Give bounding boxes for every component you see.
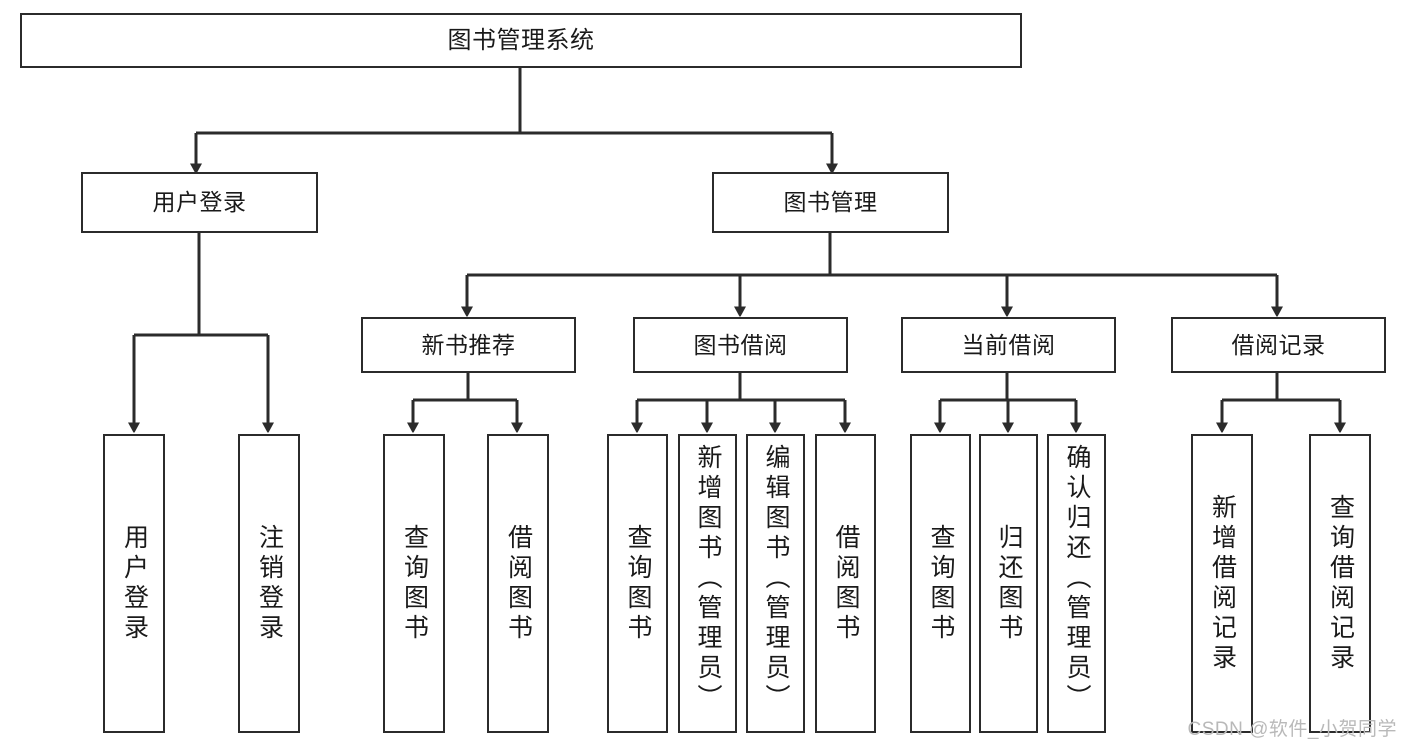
node-leaf-query-book-current[interactable]: 查询图书 — [910, 434, 971, 733]
node-user-login[interactable]: 用户登录 — [81, 172, 318, 233]
node-borrow-record-label: 借阅记录 — [1231, 331, 1326, 358]
node-leaf-user-login[interactable]: 用户登录 — [103, 434, 165, 733]
node-current-borrow-label: 当前借阅 — [961, 331, 1056, 358]
node-leaf-query-book-recommend[interactable]: 查询图书 — [383, 434, 445, 733]
node-leaf-query-book-borrow[interactable]: 查询图书 — [607, 434, 668, 733]
node-leaf-edit-book-admin-label: 编辑图书（管理员） — [762, 444, 790, 714]
node-book-management[interactable]: 图书管理 — [712, 172, 949, 233]
node-leaf-add-book-admin-label: 新增图书（管理员） — [694, 444, 722, 714]
node-root-book-management-system[interactable]: 图书管理系统 — [20, 13, 1022, 68]
node-leaf-borrow-book-recommend[interactable]: 借阅图书 — [487, 434, 549, 733]
node-leaf-user-login-label: 用户登录 — [120, 523, 149, 644]
node-leaf-confirm-return-admin[interactable]: 确认归还（管理员） — [1047, 434, 1106, 733]
node-root-label: 图书管理系统 — [447, 26, 595, 54]
node-leaf-logout[interactable]: 注销登录 — [238, 434, 300, 733]
node-new-book-recommend[interactable]: 新书推荐 — [361, 317, 576, 373]
node-leaf-return-book[interactable]: 归还图书 — [979, 434, 1038, 733]
node-new-book-recommend-label: 新书推荐 — [421, 331, 516, 358]
node-leaf-query-book-borrow-label: 查询图书 — [624, 523, 652, 644]
node-leaf-borrow-book[interactable]: 借阅图书 — [815, 434, 876, 733]
node-leaf-borrow-book-label: 借阅图书 — [832, 523, 860, 644]
node-current-borrow[interactable]: 当前借阅 — [901, 317, 1116, 373]
node-book-borrow-label: 图书借阅 — [693, 331, 788, 358]
node-leaf-query-borrow-record-label: 查询借阅记录 — [1326, 493, 1355, 674]
node-book-management-label: 图书管理 — [783, 189, 878, 216]
node-user-login-label: 用户登录 — [152, 189, 247, 216]
node-leaf-return-book-label: 归还图书 — [995, 523, 1023, 644]
node-leaf-query-book-recommend-label: 查询图书 — [400, 523, 429, 644]
node-leaf-edit-book-admin[interactable]: 编辑图书（管理员） — [746, 434, 805, 733]
csdn-watermark: CSDN @软件_小贺同学 — [1187, 719, 1397, 740]
node-leaf-borrow-book-recommend-label: 借阅图书 — [504, 523, 533, 644]
node-leaf-logout-label: 注销登录 — [255, 523, 284, 644]
node-book-borrow[interactable]: 图书借阅 — [633, 317, 848, 373]
node-leaf-add-book-admin[interactable]: 新增图书（管理员） — [678, 434, 737, 733]
node-leaf-confirm-return-admin-label: 确认归还（管理员） — [1063, 444, 1091, 714]
node-borrow-record[interactable]: 借阅记录 — [1171, 317, 1386, 373]
node-leaf-query-borrow-record[interactable]: 查询借阅记录 — [1309, 434, 1371, 733]
node-leaf-add-borrow-record-label: 新增借阅记录 — [1208, 493, 1237, 674]
node-leaf-query-book-current-label: 查询图书 — [927, 523, 955, 644]
node-leaf-add-borrow-record[interactable]: 新增借阅记录 — [1191, 434, 1253, 733]
